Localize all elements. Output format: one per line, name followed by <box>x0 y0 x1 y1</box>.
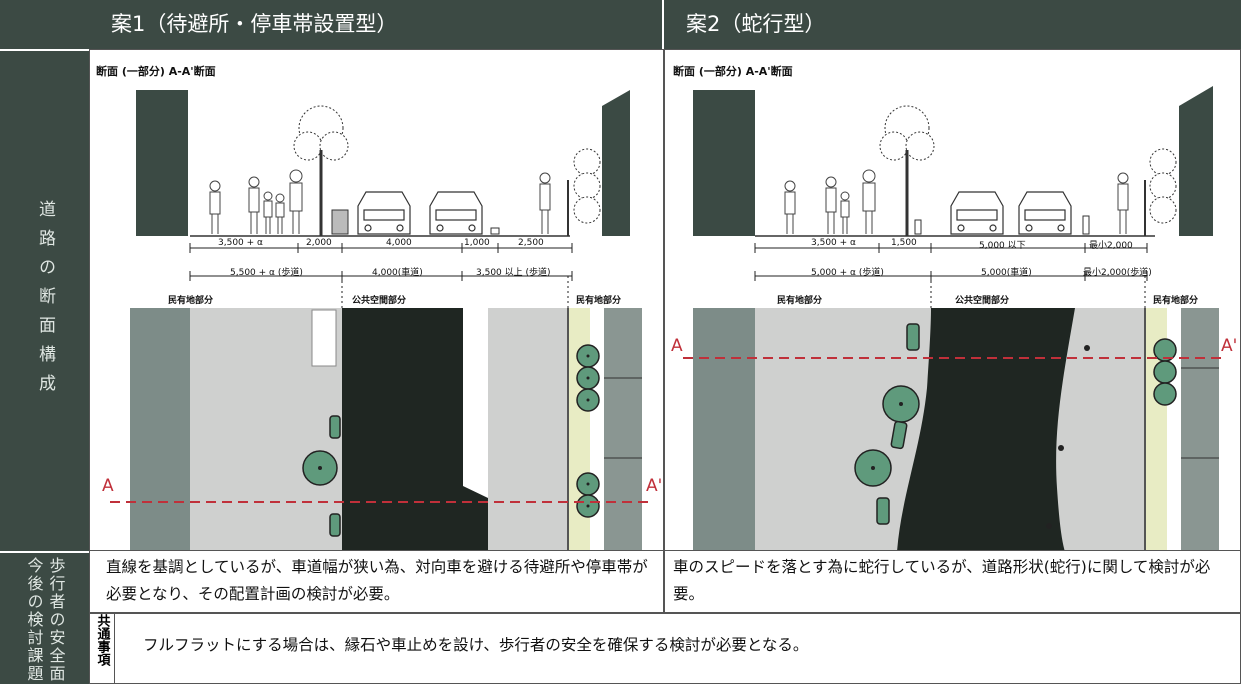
common-text: フルフラットにする場合は、縁石や車止めを設け、歩行者の安全を確保する検討が必要と… <box>143 636 809 654</box>
plan2-dim1-3: 5,000 以下 <box>979 241 1026 251</box>
plan2-cross-section <box>693 86 1213 310</box>
plan1-zone-center: 公共空間部分 <box>352 296 407 306</box>
plan1-section-title: 断面 (一部分) A-A'断面 <box>96 65 216 78</box>
plan1-zone-left: 民有地部分 <box>168 296 214 306</box>
plan1-note-cell: 直線を基調としているが、車道幅が狭い為、対向車を避ける待避所や停車帯が必要となり… <box>89 551 664 613</box>
plan2-dim2-1: 5,000 + α (歩道) <box>811 268 884 278</box>
plan1-dim1-3: 4,000 <box>386 238 412 248</box>
plan2-zone-left: 民有地部分 <box>777 296 823 306</box>
plan2-dim2-2: 5,000(車道) <box>981 268 1032 278</box>
plan1-zone-right: 民有地部分 <box>576 296 622 306</box>
plan1-note: 直線を基調としているが、車道幅が狭い為、対向車を避ける待避所や停車帯が必要となり… <box>106 558 648 603</box>
common-label-cell: 共通事項 <box>89 613 115 684</box>
issues-side-label: 今後の検討課題 歩行者の安全面 <box>0 551 89 684</box>
common-label: 共通事項 <box>94 614 110 666</box>
plan1-marker-a: A <box>102 476 114 496</box>
plan2-section-title: 断面 (一部分) A-A'断面 <box>673 65 793 78</box>
plan2-plan-view <box>665 308 1240 550</box>
plan1-title: 案1（待避所・停車帯設置型） <box>111 12 398 36</box>
plan1-dim1-2: 2,000 <box>306 238 332 248</box>
road-section-label: 道路の断面構成 <box>35 199 55 403</box>
plan1-dim1-1: 3,500 + α <box>218 238 263 248</box>
plan1-plan-view <box>90 308 663 550</box>
plan1-dim2-1: 5,500 + α (歩道) <box>230 268 303 278</box>
header-corner <box>0 0 89 49</box>
issues-label: 今後の検討課題 <box>24 557 44 683</box>
plan2-dim2-3: 最小2,000(歩道) <box>1083 268 1152 278</box>
plan2-dim1-2: 1,500 <box>891 238 917 248</box>
pedestrian-safety-label: 歩行者の安全面 <box>46 557 66 683</box>
plan1-dim1-5: 2,500 <box>518 238 544 248</box>
common-text-cell: フルフラットにする場合は、縁石や車止めを設け、歩行者の安全を確保する検討が必要と… <box>115 613 1241 684</box>
plan1-marker-a-prime: A' <box>646 476 663 496</box>
plan2-zone-right: 民有地部分 <box>1153 296 1199 306</box>
plan1-header: 案1（待避所・停車帯設置型） <box>89 0 664 49</box>
plan1-dim1-4: 1,000 <box>464 238 490 248</box>
plan2-dim1-1: 3,500 + α <box>811 238 856 248</box>
plan1-cross-section <box>136 90 630 310</box>
plan2-header: 案2（蛇行型） <box>664 0 1241 49</box>
plan2-panel: 断面 (一部分) A-A'断面 <box>664 49 1241 551</box>
plan2-dim1-4: 最小2,000 <box>1089 241 1133 251</box>
plan1-dim2-3: 3,500 以上 (歩道) <box>476 268 551 278</box>
plan2-marker-a-prime: A' <box>1221 336 1238 356</box>
plan2-marker-a: A <box>671 336 683 356</box>
plan1-panel: 断面 (一部分) A-A'断面 <box>89 49 664 551</box>
plan1-tree-section <box>293 105 349 236</box>
road-section-side-label: 道路の断面構成 <box>0 49 89 551</box>
plan2-title: 案2（蛇行型） <box>686 12 826 36</box>
plan2-note: 車のスピードを落とす為に蛇行しているが、道路形状(蛇行)に関して検討が必要。 <box>673 558 1211 603</box>
plan2-note-cell: 車のスピードを落とす為に蛇行しているが、道路形状(蛇行)に関して検討が必要。 <box>664 551 1241 613</box>
plan2-zone-center: 公共空間部分 <box>955 296 1010 306</box>
plan1-dim2-2: 4,000(車道) <box>372 268 423 278</box>
